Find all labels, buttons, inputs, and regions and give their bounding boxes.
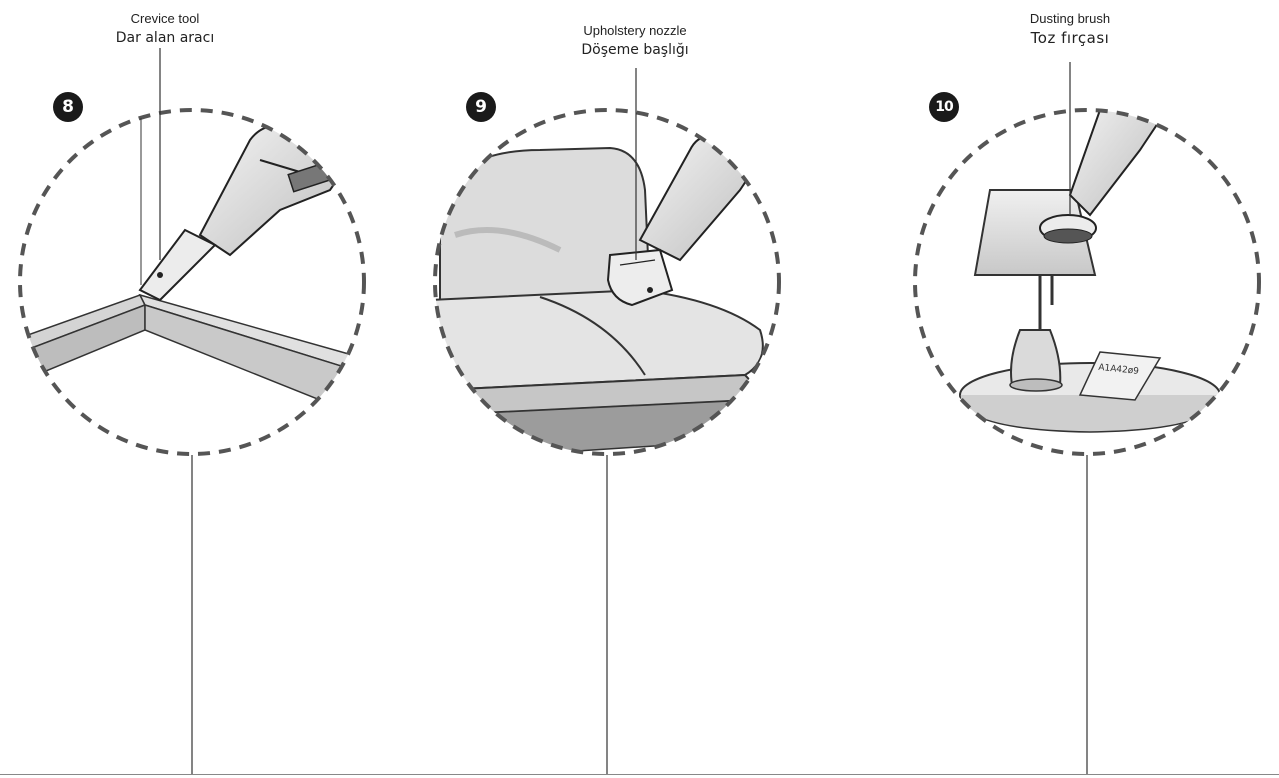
crevice-tool-label-en: Crevice tool xyxy=(130,11,200,26)
dusting-brush-label-en: Dusting brush xyxy=(1029,11,1111,26)
upholstery-nozzle-icon xyxy=(433,108,781,456)
panel-8-label: Crevice tool Dar alan aracı xyxy=(90,10,240,48)
step-8-badge: 8 xyxy=(53,92,83,122)
panel-10-label: Dusting brush Toz fırçası xyxy=(985,10,1155,48)
table-card-text: A1A42ø9 xyxy=(1098,363,1140,377)
bottom-rule xyxy=(0,774,1279,775)
step-9-badge: 9 xyxy=(466,92,496,122)
dusting-brush-label-tr: Toz fırçası xyxy=(1030,29,1110,47)
panel-9-label: Upholstery nozzle Döşeme başlığı xyxy=(535,22,735,60)
crevice-tool-label-tr: Dar alan aracı xyxy=(115,30,215,46)
step-10-badge: 10 xyxy=(929,92,959,122)
dusting-brush-icon xyxy=(913,108,1261,456)
crevice-tool-icon xyxy=(18,108,366,456)
upholstery-nozzle-label-tr: Döşeme başlığı xyxy=(581,42,689,58)
upholstery-nozzle-label-en: Upholstery nozzle xyxy=(583,23,687,38)
